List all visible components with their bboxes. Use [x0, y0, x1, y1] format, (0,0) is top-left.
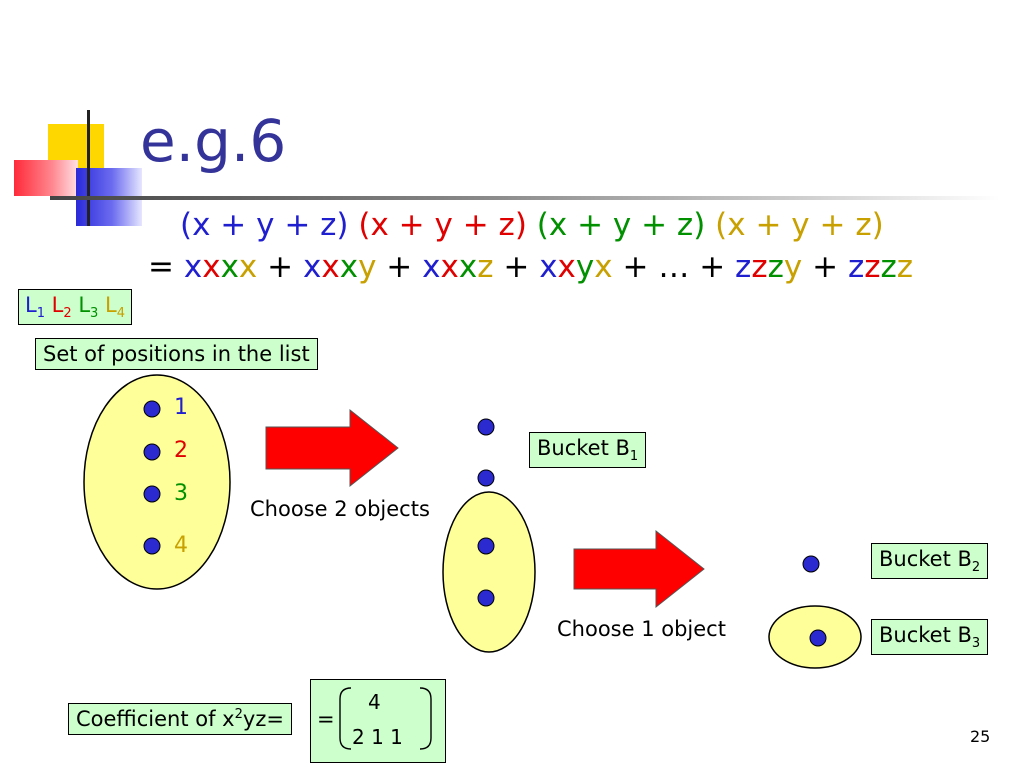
- plus-sign: +: [622, 249, 649, 285]
- list-l4: L4: [105, 293, 125, 322]
- position-number-4: 4: [174, 533, 188, 558]
- positions-ellipse: [83, 374, 231, 590]
- term-4: xxyx: [539, 249, 613, 285]
- bucket1-dot-1: [477, 418, 495, 436]
- term-1: xxxx: [183, 249, 258, 285]
- ellipsis: …: [658, 249, 690, 285]
- plus-sign: +: [267, 249, 294, 285]
- term-3: xxxz: [422, 249, 494, 285]
- list-positions-box: L1 L2 L3 L4: [18, 289, 132, 326]
- positions-set-label: Set of positions in the list: [35, 338, 318, 371]
- term-5: zzzy: [735, 249, 803, 285]
- term-2: xxxy: [302, 249, 377, 285]
- bucket1-dot-2: [477, 469, 495, 487]
- list-l3: L3: [78, 293, 99, 322]
- choose-2-arrow: [265, 408, 399, 488]
- equals-sign: =: [148, 249, 174, 285]
- list-l1: L1: [25, 293, 45, 322]
- position-dot-1: [143, 400, 161, 418]
- factor-2: (x + y + z): [358, 207, 527, 243]
- position-dot-4: [143, 537, 161, 555]
- bucket-b1-label: Bucket B1: [529, 432, 647, 469]
- factor-4: (x + y + z): [715, 207, 884, 243]
- multinomial-bottom: 2 1 1: [352, 725, 403, 749]
- bucket-b3-label: Bucket B3: [871, 619, 989, 656]
- coefficient-label: Coefficient of x2yz=: [68, 703, 292, 736]
- choose-1-arrow: [573, 529, 705, 609]
- bucket3-dot: [809, 629, 827, 647]
- multinomial-equals: =: [317, 707, 335, 731]
- remaining-ellipse: [442, 491, 536, 653]
- title-underline: [50, 196, 1000, 200]
- corner-red-bar: [14, 160, 78, 196]
- position-dot-2: [143, 443, 161, 461]
- remaining-dot-1: [477, 537, 495, 555]
- plus-sign: +: [503, 249, 530, 285]
- position-number-1: 1: [174, 395, 188, 420]
- factor-1: (x + y + z): [180, 207, 349, 243]
- plus-sign: +: [386, 249, 413, 285]
- equation-line-1: (x + y + z) (x + y + z) (x + y + z) (x +…: [180, 210, 884, 241]
- plus-sign: +: [699, 249, 726, 285]
- bucket-b2-label: Bucket B2: [871, 543, 989, 580]
- plus-sign: +: [812, 249, 839, 285]
- position-dot-3: [143, 485, 161, 503]
- slide-number: 25: [970, 727, 991, 746]
- term-6: zzzz: [847, 249, 914, 285]
- bucket2-dot: [802, 555, 820, 573]
- slide-title: e.g.6: [140, 107, 287, 175]
- choose-1-label: Choose 1 object: [557, 617, 726, 641]
- factor-3: (x + y + z): [536, 207, 706, 243]
- choose-2-label: Choose 2 objects: [250, 497, 430, 521]
- multinomial-top: 4: [368, 690, 381, 714]
- position-number-2: 2: [174, 438, 188, 463]
- equation-line-2: = xxxx + xxxy + xxxz + xxyx + … + zzzy +…: [148, 252, 913, 283]
- position-number-3: 3: [174, 481, 188, 506]
- remaining-dot-2: [477, 589, 495, 607]
- corner-vertical-line: [87, 110, 90, 226]
- list-l2: L2: [51, 293, 72, 322]
